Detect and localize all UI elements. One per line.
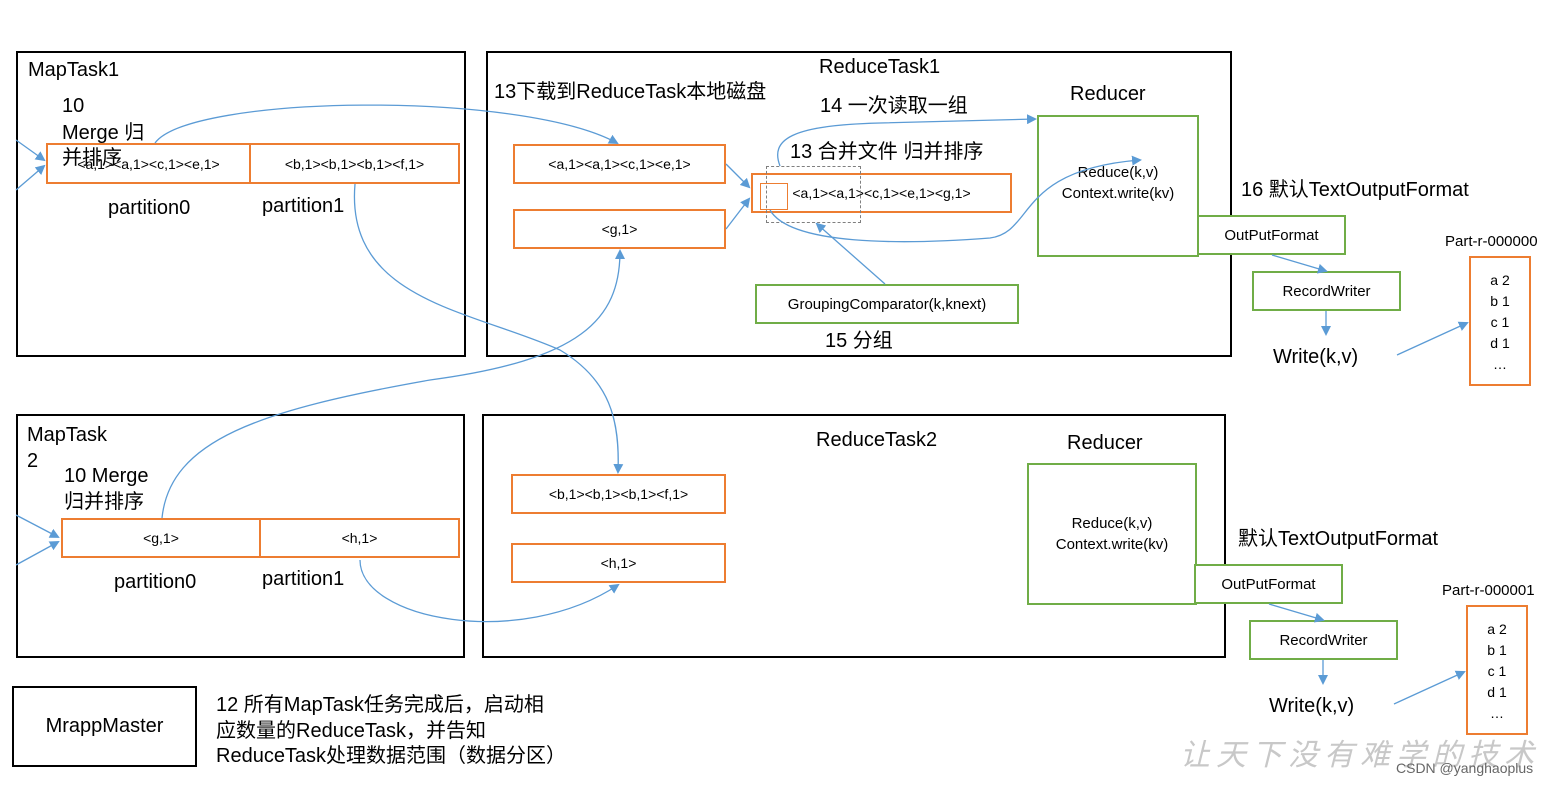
output1-recordwriter-text: RecordWriter (1282, 282, 1371, 300)
maptask2-step-line1: 10 Merge (64, 465, 149, 487)
reducetask2-reducer-title: Reducer (1067, 432, 1143, 454)
master-note-line1: 12 所有MapTask任务完成后，启动相 (216, 694, 544, 716)
output1-outputformat-text: OutPutFormat (1224, 226, 1319, 244)
output2-outputformat-text: OutPutFormat (1221, 575, 1316, 593)
output2-recordwriter: RecordWriter (1249, 620, 1398, 660)
output2-line: … (1490, 705, 1504, 721)
master-note-line3: ReduceTask处理数据范围（数据分区） (216, 745, 567, 767)
mrappmaster-box: MrappMaster (12, 686, 197, 767)
output2-file-name: Part-r-000001 (1442, 582, 1535, 599)
maptask1-partition1-label: partition1 (262, 195, 345, 217)
reducetask1-context-write: Context.write(kv) (1061, 185, 1175, 202)
output2-write: Write(k,v) (1269, 695, 1355, 717)
output1-write: Write(k,v) (1273, 346, 1359, 368)
output1-line: c 1 (1490, 314, 1510, 330)
grouping-comparator-text: GroupingComparator(k,knext) (787, 295, 987, 313)
output2-format-label: 默认TextOutputFormat (1238, 528, 1439, 550)
maptask1-partition0-label: partition0 (108, 197, 191, 219)
maptask1-step-num: 10 (62, 95, 85, 117)
csdn-credit: CSDN @yanghaoplus (1396, 760, 1534, 776)
output1-recordwriter: RecordWriter (1252, 271, 1401, 311)
reducetask1-download-label: 13下载到ReduceTask本地磁盘 (494, 81, 767, 103)
mrappmaster-label: MrappMaster (45, 715, 164, 737)
reducetask1-reducer-title: Reducer (1070, 83, 1146, 105)
output2-outputformat: OutPutFormat (1194, 564, 1343, 604)
maptask2-title-line2: 2 (27, 450, 39, 472)
output1-file-box: a 2 b 1 c 1 d 1 … (1469, 256, 1531, 386)
reducetask1-file1-text: <a,1><a,1><c,1><e,1> (548, 156, 691, 172)
maptask2-partition0-cell: <g,1> (61, 518, 261, 558)
output1-format-label: 16 默认TextOutputFormat (1241, 179, 1469, 201)
reducetask1-group-label: 15 分组 (825, 330, 893, 352)
reducetask1-title: ReduceTask1 (819, 56, 941, 78)
output1-outputformat: OutPutFormat (1197, 215, 1346, 255)
maptask1-partition0-cell: <a,1><a,1><c,1><e,1> (46, 143, 251, 184)
maptask1-step-line1: Merge 归 (62, 122, 145, 144)
maptask1-title: MapTask1 (28, 59, 120, 81)
output2-line: b 1 (1487, 642, 1507, 658)
output1-file-name: Part-r-000000 (1445, 233, 1538, 250)
output2-line: c 1 (1487, 663, 1507, 679)
output2-line: d 1 (1487, 684, 1507, 700)
output2-line: a 2 (1487, 621, 1507, 637)
reducetask2-file2-text: <h,1> (600, 555, 637, 571)
reducetask1-reducer-box: Reduce(k,v) Context.write(kv) (1037, 115, 1199, 257)
maptask1-cell1-text: <b,1><b,1><b,1><f,1> (284, 155, 425, 172)
arrow-out2-format-to-writer (1268, 603, 1325, 623)
reducetask1-file2: <g,1> (513, 209, 726, 249)
arrow-out1-write-to-file (1396, 321, 1469, 356)
reducetask1-file2-text: <g,1> (601, 221, 638, 237)
reducetask1-key-highlight (760, 183, 788, 210)
reducetask1-read-group-label: 14 一次读取一组 (820, 95, 968, 117)
master-note-line2: 应数量的ReduceTask，并告知 (216, 720, 487, 742)
maptask1-partition1-cell: <b,1><b,1><b,1><f,1> (251, 143, 460, 184)
reducetask2-reduce-call: Reduce(k,v) (1071, 515, 1153, 532)
output2-recordwriter-text: RecordWriter (1279, 631, 1368, 649)
reducetask2-file2: <h,1> (511, 543, 726, 583)
reducetask1-reduce-call: Reduce(k,v) (1077, 164, 1159, 181)
reducetask1-merge-label: 13 合并文件 归并排序 (790, 141, 984, 163)
arrow-out2-write-to-file (1393, 670, 1466, 705)
maptask2-title-line1: MapTask (27, 424, 108, 446)
reducetask1-file1: <a,1><a,1><c,1><e,1> (513, 144, 726, 184)
maptask1-cell0-text: <a,1><a,1><c,1><e,1> (77, 155, 220, 172)
maptask1-step-line2: 并排序 (62, 147, 122, 169)
output1-line: b 1 (1490, 293, 1510, 309)
maptask2-partition1-cell: <h,1> (261, 518, 460, 558)
maptask2-cell0-text: <g,1> (143, 530, 179, 546)
reducetask2-box (482, 414, 1226, 658)
output1-line: d 1 (1490, 335, 1510, 351)
reducetask2-title: ReduceTask2 (816, 429, 938, 451)
output2-file-box: a 2 b 1 c 1 d 1 … (1466, 605, 1528, 735)
reducetask2-file1: <b,1><b,1><b,1><f,1> (511, 474, 726, 514)
output1-line: … (1493, 356, 1507, 372)
watermark-text: 让天下没有难学的技术 (1180, 738, 1540, 773)
maptask2-partition1-label: partition1 (262, 568, 345, 590)
maptask2-partition0-label: partition0 (114, 571, 197, 593)
grouping-comparator-box: GroupingComparator(k,knext) (755, 284, 1019, 324)
reducetask2-context-write: Context.write(kv) (1055, 536, 1169, 553)
maptask2-step-line2: 归并排序 (64, 491, 144, 513)
reducetask2-reducer-box: Reduce(k,v) Context.write(kv) (1027, 463, 1197, 605)
reducetask2-file1-text: <b,1><b,1><b,1><f,1> (548, 486, 689, 502)
arrow-out1-format-to-writer (1271, 254, 1328, 274)
maptask2-cell1-text: <h,1> (341, 530, 378, 546)
output1-line: a 2 (1490, 272, 1510, 288)
